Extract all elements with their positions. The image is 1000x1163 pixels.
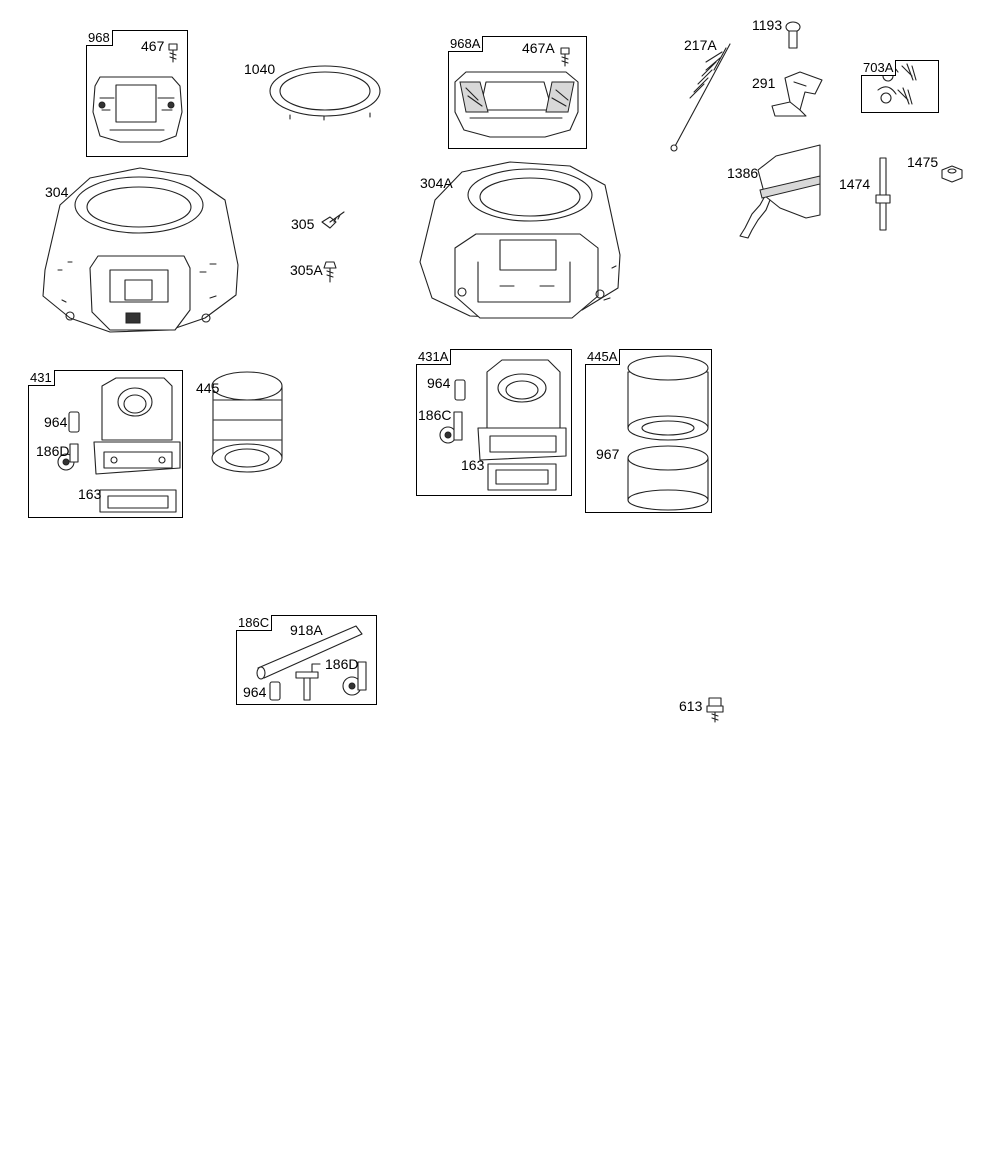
callout-217A: 217A	[684, 37, 717, 53]
callout-163-b: 163	[461, 457, 485, 473]
kit-186C-label: 186C	[236, 615, 273, 631]
callout-964-b: 964	[427, 375, 451, 391]
part-968A-cover-icon	[454, 71, 579, 138]
part-467A-screw-icon	[560, 47, 570, 67]
kit-445A-frame	[585, 349, 712, 513]
callout-186D-c: 186D	[325, 656, 359, 672]
part-1386-shield-icon	[739, 144, 821, 239]
part-186D-c-fitting-icon	[342, 661, 367, 696]
part-431-air-cleaner-icon	[93, 377, 181, 513]
part-613-bolt-icon	[706, 697, 724, 723]
callout-467: 467	[141, 38, 165, 54]
callout-1193: 1193	[752, 17, 783, 33]
callout-186D-a: 186D	[36, 443, 70, 459]
part-445A-filter-icon	[627, 355, 709, 441]
part-tee-fitting-icon	[295, 663, 321, 701]
part-186D-a-fitting-icon	[57, 443, 79, 471]
part-968-cover-icon	[92, 76, 183, 143]
callout-967: 967	[596, 446, 620, 462]
callout-163-a: 163	[78, 486, 102, 502]
kit-431A-label: 431A	[416, 349, 452, 365]
part-305A-bolt-icon	[323, 261, 337, 283]
callout-291: 291	[752, 75, 776, 91]
callout-918A: 918A	[290, 622, 323, 638]
callout-305A: 305A	[290, 262, 323, 278]
kit-968-frame	[86, 30, 188, 157]
part-964-c-spacer-icon	[269, 681, 281, 701]
part-186C-b-fitting-icon	[439, 411, 463, 444]
kit-968-label: 968	[86, 30, 113, 46]
part-967-precleaner-icon	[627, 445, 709, 511]
part-1475-nut-icon	[941, 165, 963, 183]
callout-1386: 1386	[727, 165, 759, 181]
part-1040-screen-icon	[269, 65, 381, 121]
kit-703A-frame	[861, 60, 939, 113]
callout-964-c: 964	[243, 684, 267, 700]
part-445-filter-icon	[211, 371, 283, 473]
kit-431-frame	[28, 370, 183, 518]
kit-445A-label: 445A	[585, 349, 621, 365]
part-964-a-spacer-icon	[68, 411, 80, 433]
kit-968A-label: 968A	[448, 36, 484, 52]
callout-1474: 1474	[839, 176, 871, 192]
callout-467A: 467A	[522, 40, 555, 56]
part-1474-stud-icon	[875, 157, 891, 231]
kit-968A-frame	[448, 36, 587, 149]
callout-304A: 304A	[420, 175, 453, 191]
kit-703A-label: 703A	[861, 60, 897, 76]
part-217A-link-icon	[670, 43, 731, 152]
callout-613: 613	[679, 698, 703, 714]
part-918A-hose-icon	[256, 625, 363, 680]
part-305-bolt-icon	[321, 211, 345, 229]
part-1193-screw-icon	[785, 21, 801, 49]
callout-1040: 1040	[244, 61, 276, 77]
callout-186C-b: 186C	[418, 407, 452, 423]
part-304A-blower-housing-icon	[419, 161, 621, 319]
part-467-screw-icon	[168, 43, 178, 63]
part-431A-air-cleaner-icon	[477, 359, 567, 491]
part-964-b-spacer-icon	[454, 379, 466, 401]
kit-431-label: 431	[28, 370, 55, 386]
callout-1475: 1475	[907, 154, 939, 170]
part-291-bracket-icon	[771, 71, 823, 117]
callout-964-a: 964	[44, 414, 68, 430]
kit-431A-frame	[416, 349, 572, 496]
kit-186C-frame	[236, 615, 377, 705]
callout-305: 305	[291, 216, 315, 232]
callout-304: 304	[45, 184, 69, 200]
callout-445: 445	[196, 380, 220, 396]
part-304-blower-housing-icon	[42, 167, 239, 333]
